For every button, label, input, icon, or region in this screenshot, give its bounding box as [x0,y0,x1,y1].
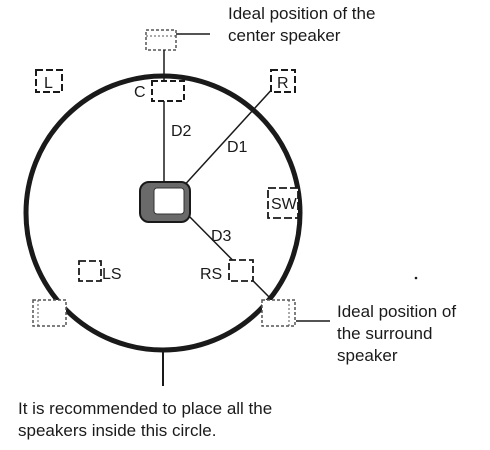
circle-note-line-2: speakers inside this circle. [18,421,217,440]
listener-seat [139,181,191,223]
marker-dot [414,276,418,280]
center-speaker-label: C [134,84,146,101]
center-speaker-note: Ideal position of the center speaker [228,3,375,47]
ideal-left-surround-speaker [32,299,67,327]
circle-note: It is recommended to place all the speak… [18,398,272,442]
left-surround-label: LS [102,266,122,283]
d3-label: D3 [211,228,232,245]
right-surround-label: RS [200,266,222,283]
surround-speaker-note: Ideal position of the surround speaker [337,301,456,367]
center-note-line-1: Ideal position of the [228,4,376,23]
d3-line [182,209,276,304]
right-surround-speaker: RS [200,259,254,283]
subwoofer-speaker: SW [267,187,299,219]
center-speaker-box [151,80,185,102]
left-speaker: L [35,69,63,93]
subwoofer-label: SW [271,196,298,213]
d2-label: D2 [171,123,192,140]
surround-note-line-1: Ideal position of [337,302,457,321]
ideal-right-surround-speaker [261,299,296,327]
d1-label: D1 [227,139,248,156]
d1-line [179,85,276,191]
left-surround-speaker: LS [78,260,122,283]
surround-note-line-3: speaker [337,346,398,365]
circle-note-line-1: It is recommended to place all the [18,399,273,418]
right-speaker-label: R [277,75,289,92]
left-speaker-label: L [44,75,53,92]
surround-note-line-2: the surround [337,324,433,343]
ideal-center-speaker [145,29,177,51]
right-speaker: R [270,69,296,93]
center-note-line-2: center speaker [228,26,341,45]
